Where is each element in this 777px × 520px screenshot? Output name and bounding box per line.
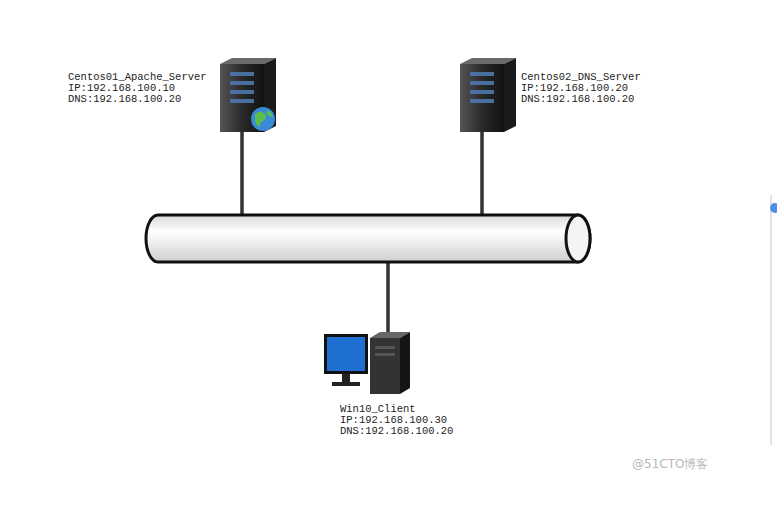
client-pc: Win10_ClientIP:192.168.100.30DNS:192.168… (322, 328, 472, 448)
device-name: Win10_Client (340, 404, 453, 415)
device-name: Centos01_Apache_Server (68, 72, 207, 83)
address-text: DNS:192.168.100.20 (68, 94, 207, 105)
address-text: DNS:192.168.100.20 (521, 94, 641, 105)
device-icon (322, 330, 412, 400)
device-name: Centos02_DNS_Server (521, 72, 641, 83)
device-icon (218, 56, 280, 140)
address-text: IP:192.168.100.20 (521, 83, 641, 94)
dns-server: Centos02_DNS_ServerIP:192.168.100.20DNS:… (458, 56, 658, 136)
address-text: IP:192.168.100.30 (340, 415, 453, 426)
watermark: @51CTO博客 (632, 456, 708, 473)
address-text: DNS:192.168.100.20 (340, 426, 453, 437)
device-icon (458, 56, 520, 140)
apache-server: Centos01_Apache_ServerIP:192.168.100.10D… (66, 56, 282, 136)
address-text: IP:192.168.100.10 (68, 83, 207, 94)
